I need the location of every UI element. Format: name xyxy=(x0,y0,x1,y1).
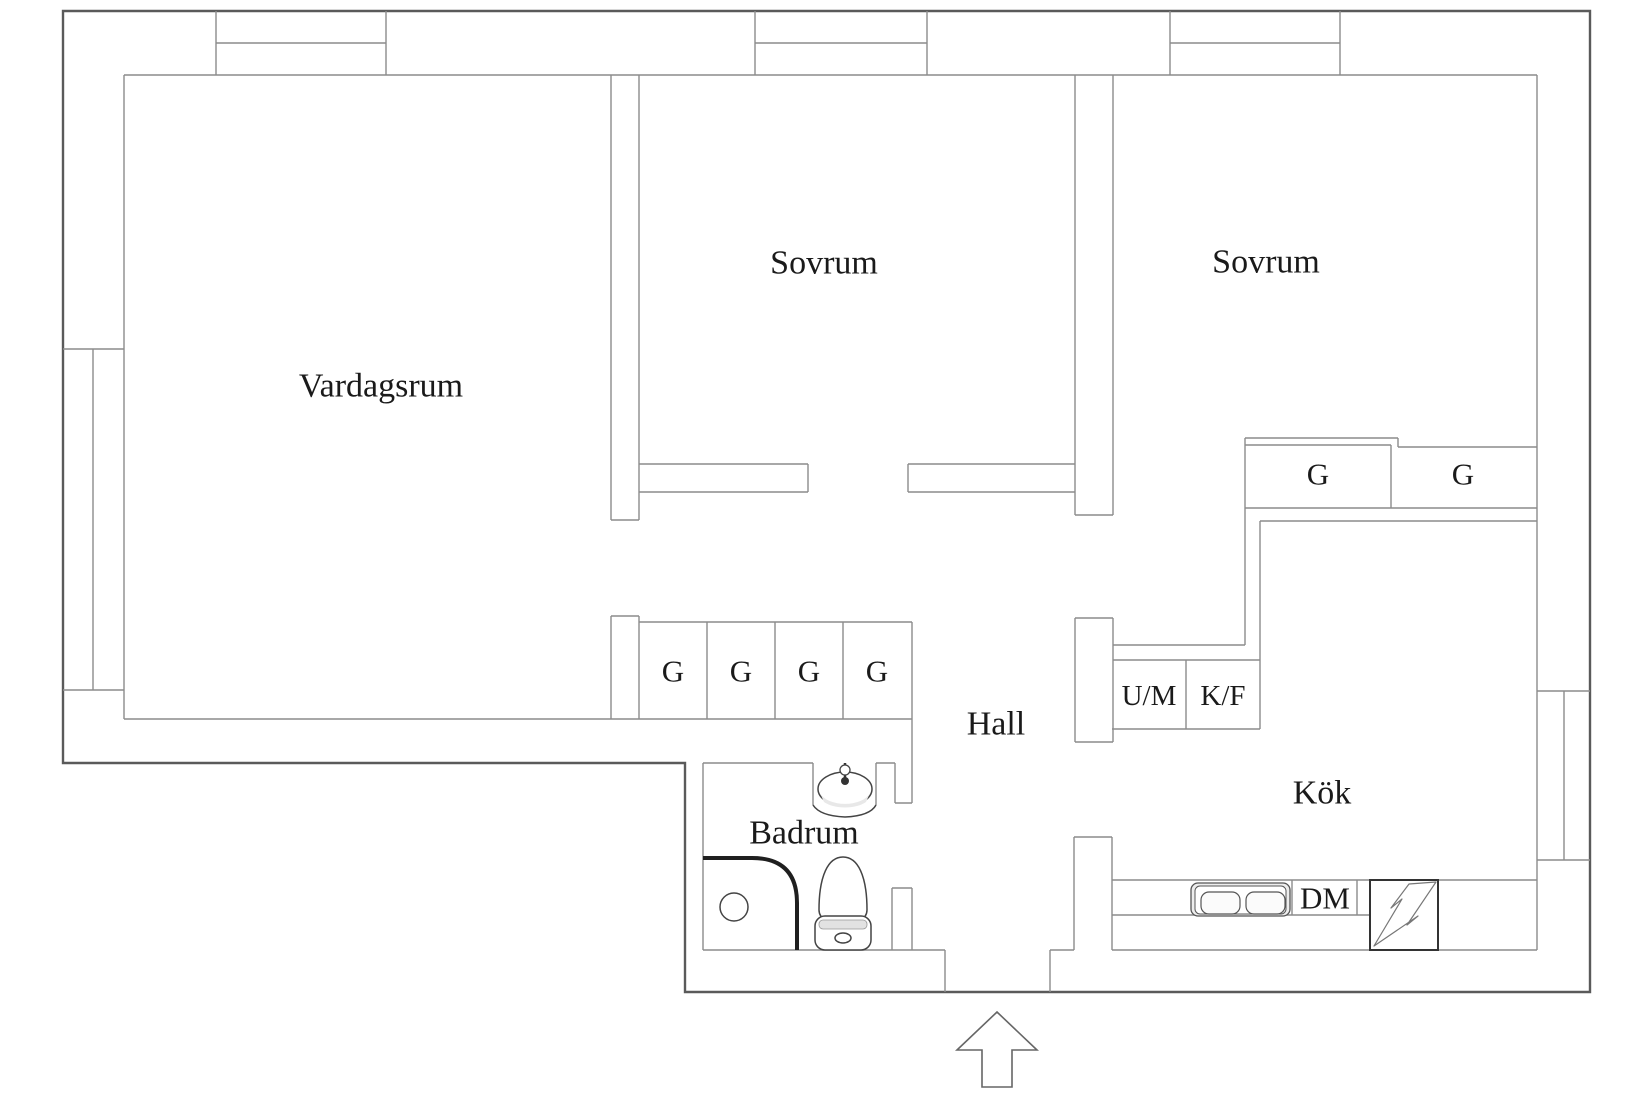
fridge-freezer-label: K/F xyxy=(1200,680,1245,712)
toilet-icon xyxy=(814,856,872,951)
kitchen-sink-icon xyxy=(1190,882,1291,917)
window-icon xyxy=(754,11,928,75)
bathroom-sink-icon xyxy=(812,763,877,818)
windows xyxy=(63,11,1590,861)
window-icon xyxy=(1537,690,1590,861)
dishwasher-label: DM xyxy=(1300,881,1350,916)
washer-space-label: U/M xyxy=(1122,680,1177,712)
window-icon xyxy=(1169,11,1341,75)
room-label-bedroom-middle: Sovrum xyxy=(770,245,878,282)
wardrobe-label: G xyxy=(866,654,888,689)
room-label-kitchen: Kök xyxy=(1293,775,1352,812)
entrance-arrow-icon xyxy=(954,1010,1040,1088)
stove-icon xyxy=(1369,879,1439,951)
room-label-living-room: Vardagsrum xyxy=(299,368,463,405)
wardrobe-label: G xyxy=(1307,457,1329,492)
inner-walls xyxy=(123,74,1538,992)
wardrobe-label: G xyxy=(730,654,752,689)
wardrobe-label: G xyxy=(662,654,684,689)
room-label-bedroom-right: Sovrum xyxy=(1212,244,1320,281)
window-icon xyxy=(215,11,387,75)
outer-walls xyxy=(61,9,1592,994)
window-icon xyxy=(63,348,124,691)
wardrobe-label: G xyxy=(798,654,820,689)
room-label-hall: Hall xyxy=(967,706,1026,743)
room-label-bathroom: Badrum xyxy=(749,815,859,852)
wardrobe-label: G xyxy=(1452,457,1474,492)
shower-icon xyxy=(703,856,799,950)
